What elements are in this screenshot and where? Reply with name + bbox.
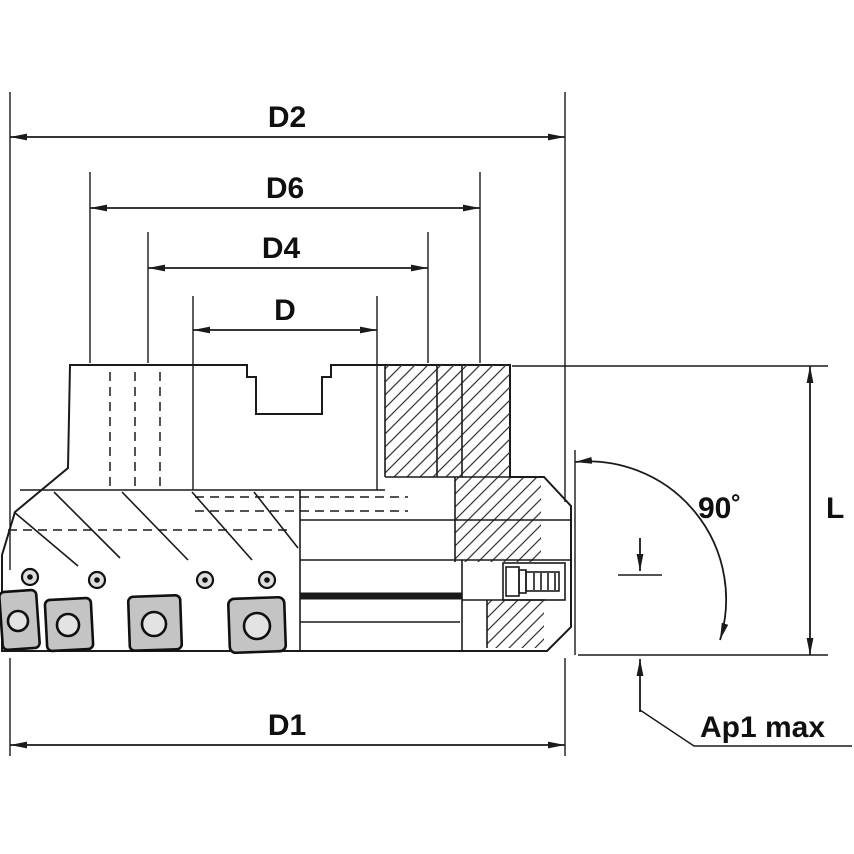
insert-hole (55, 612, 81, 638)
cutter-body (0, 364, 572, 655)
screw-head-slot (518, 569, 527, 594)
dim-label-d: D (274, 294, 296, 327)
dimension-l: L (512, 365, 844, 656)
dimension-d4: D4 (147, 232, 429, 363)
insert-hole (242, 611, 272, 641)
insert-1 (0, 588, 41, 652)
dim-label-l: L (826, 492, 844, 525)
dimension-d2: D2 (9, 92, 566, 756)
screw-shank (525, 571, 560, 592)
dimension-d1: D1 (10, 658, 566, 756)
screw-head (505, 566, 520, 597)
screw-pocket (502, 562, 566, 601)
dim-label-d1: D1 (268, 709, 306, 742)
dimension-d: D (192, 294, 378, 490)
dim-label-d6: D6 (266, 172, 304, 205)
dimension-angle-90: 90˚ (574, 450, 741, 655)
insert-hole (140, 610, 168, 638)
body-detail-lines (13, 365, 571, 650)
dimension-d6: D6 (89, 172, 481, 363)
insert-4 (227, 595, 288, 655)
dimension-ap1-max: Ap1 max (618, 538, 852, 747)
insert-3 (126, 593, 184, 653)
ap1-label: Ap1 max (700, 711, 825, 744)
screw-threads (533, 573, 556, 590)
insert-screws (20, 567, 277, 590)
clamp-screw (502, 562, 566, 601)
angle-label: 90˚ (698, 492, 741, 525)
section-hatch-hub (385, 365, 510, 477)
dim-label-d2: D2 (268, 101, 306, 134)
hidden-lines (8, 372, 408, 531)
insert-2 (43, 596, 95, 653)
section-hatch-bottom (487, 600, 544, 648)
dim-label-d4: D4 (262, 232, 301, 265)
insert-hole (6, 609, 30, 633)
